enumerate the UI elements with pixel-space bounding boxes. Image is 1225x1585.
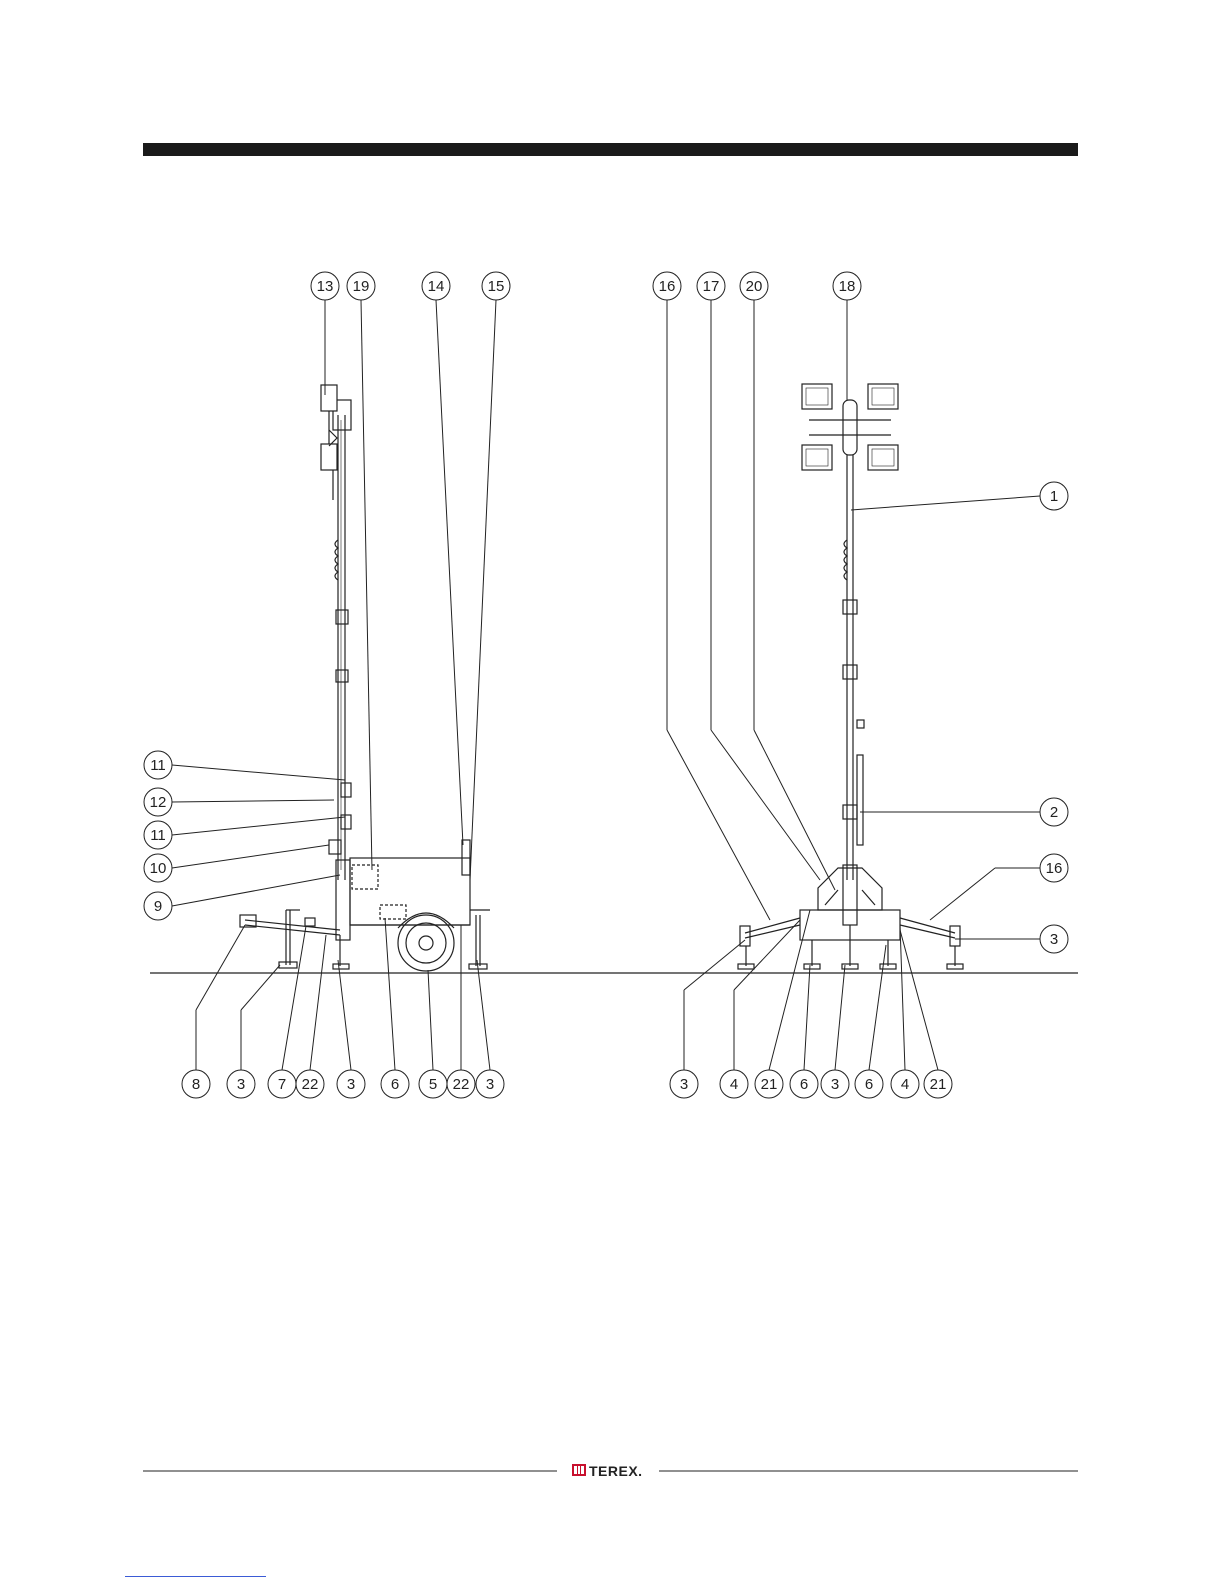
- callout-4-b: 4: [891, 1070, 919, 1098]
- svg-text:4: 4: [730, 1076, 738, 1093]
- svg-text:21: 21: [761, 1076, 778, 1093]
- svg-text:12: 12: [150, 794, 167, 811]
- callout-3-bl-c: 3: [476, 1070, 504, 1098]
- callout-17: 17: [697, 272, 725, 300]
- svg-text:18: 18: [839, 278, 856, 295]
- callout-20: 20: [740, 272, 768, 300]
- side-view-drawing: [240, 385, 490, 971]
- callout-5: 5: [419, 1070, 447, 1098]
- callout-3-side: 3: [1040, 925, 1068, 953]
- svg-text:3: 3: [237, 1076, 245, 1093]
- callout-6-br-b: 6: [855, 1070, 883, 1098]
- svg-text:8: 8: [192, 1076, 200, 1093]
- callout-18: 18: [833, 272, 861, 300]
- svg-text:16: 16: [659, 278, 676, 295]
- footer-link-underline[interactable]: [125, 1576, 266, 1577]
- leader-lines: [172, 300, 1040, 1070]
- svg-text:22: 22: [453, 1076, 470, 1093]
- callout-21-a: 21: [755, 1070, 783, 1098]
- callout-6-bl: 6: [381, 1070, 409, 1098]
- callout-8: 8: [182, 1070, 210, 1098]
- callout-12: 12: [144, 788, 172, 816]
- svg-text:13: 13: [317, 278, 334, 295]
- svg-text:11: 11: [150, 757, 166, 774]
- callout-10: 10: [144, 854, 172, 882]
- svg-text:6: 6: [391, 1076, 399, 1093]
- callout-22-a: 22: [296, 1070, 324, 1098]
- callouts: 13 19 14 15 16 17 20 18 11 12 11 10 9 1 …: [144, 272, 1068, 1098]
- svg-text:20: 20: [746, 278, 763, 295]
- callout-22-b: 22: [447, 1070, 475, 1098]
- svg-text:17: 17: [703, 278, 720, 295]
- svg-text:16: 16: [1046, 860, 1063, 877]
- callout-6-br-a: 6: [790, 1070, 818, 1098]
- callout-11-lower: 11: [144, 821, 172, 849]
- callout-2: 2: [1040, 798, 1068, 826]
- svg-text:3: 3: [831, 1076, 839, 1093]
- svg-text:22: 22: [302, 1076, 319, 1093]
- callout-13: 13: [311, 272, 339, 300]
- svg-text:3: 3: [486, 1076, 494, 1093]
- callout-9: 9: [144, 892, 172, 920]
- svg-text:15: 15: [488, 278, 505, 295]
- callout-1: 1: [1040, 482, 1068, 510]
- callout-3-br-b: 3: [821, 1070, 849, 1098]
- callout-11-upper: 11: [144, 751, 172, 779]
- callout-19: 19: [347, 272, 375, 300]
- svg-text:7: 7: [278, 1076, 286, 1093]
- svg-text:9: 9: [154, 898, 162, 915]
- callout-3-bl-b: 3: [337, 1070, 365, 1098]
- callout-3-br-a: 3: [670, 1070, 698, 1098]
- svg-text:10: 10: [150, 860, 167, 877]
- svg-text:6: 6: [865, 1076, 873, 1093]
- callout-14: 14: [422, 272, 450, 300]
- header-bar: [143, 143, 1078, 156]
- callout-3-bl-a: 3: [227, 1070, 255, 1098]
- callout-4-a: 4: [720, 1070, 748, 1098]
- svg-text:5: 5: [429, 1076, 437, 1093]
- svg-text:3: 3: [1050, 931, 1058, 948]
- svg-text:19: 19: [353, 278, 370, 295]
- brand-name: TEREX.: [589, 1463, 643, 1479]
- callout-16-side: 16: [1040, 854, 1068, 882]
- svg-text:4: 4: [901, 1076, 909, 1093]
- svg-text:6: 6: [800, 1076, 808, 1093]
- terex-logo-icon: [572, 1464, 586, 1476]
- svg-text:11: 11: [150, 827, 166, 844]
- callout-7: 7: [268, 1070, 296, 1098]
- callout-15: 15: [482, 272, 510, 300]
- svg-text:14: 14: [428, 278, 445, 295]
- svg-text:2: 2: [1050, 804, 1058, 821]
- svg-text:1: 1: [1050, 488, 1058, 505]
- callout-21-b: 21: [924, 1070, 952, 1098]
- svg-text:21: 21: [930, 1076, 947, 1093]
- callout-16-top: 16: [653, 272, 681, 300]
- front-view-drawing: [738, 384, 963, 969]
- svg-text:3: 3: [347, 1076, 355, 1093]
- svg-text:3: 3: [680, 1076, 688, 1093]
